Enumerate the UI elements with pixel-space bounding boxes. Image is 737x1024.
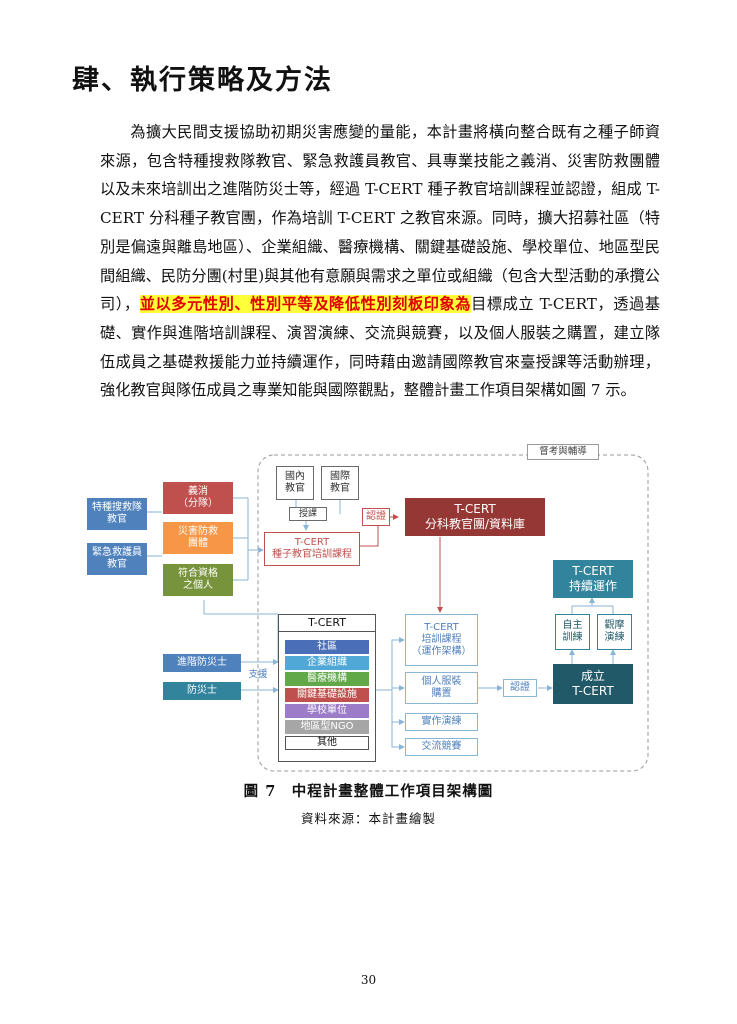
- unit-school: 學校單位: [285, 704, 369, 718]
- unit-enterprise: 企業組織: [285, 656, 369, 670]
- unit-infrastructure: 關鍵基礎設施: [285, 688, 369, 702]
- international-instructor-box: 國際 教官: [321, 466, 359, 500]
- seed-course-box: T-CERT 種子教官培訓課程: [264, 532, 360, 566]
- contest-box: 交流競賽: [405, 738, 478, 756]
- establish-box: 成立 T-CERT: [553, 664, 633, 704]
- advanced-du-box: 進階防災士: [163, 654, 241, 672]
- unit-other: 其他: [285, 736, 369, 750]
- volunteer-fire-box: 義消 （分隊）: [163, 482, 233, 514]
- body-paragraph: 為擴大民間支援協助初期災害應變的量能，本計畫將橫向整合既有之種子師資來源，包含特…: [100, 118, 660, 405]
- figure-caption: 圖 7 中程計畫整體工作項目架構圖: [243, 783, 494, 800]
- emt-box: 緊急救護員 教官: [87, 543, 147, 575]
- certify2-label: 認證: [503, 679, 537, 697]
- sustain-box: T-CERT 持續運作: [553, 560, 633, 598]
- supervision-label: 督考與輔導: [527, 444, 599, 460]
- drill-box: 實作演練: [405, 713, 478, 731]
- training-course-box: T-CERT 培訓課程 （運作架構）: [405, 614, 478, 666]
- gear-box: 個人服裝 購置: [405, 672, 478, 704]
- section-heading: 肆、執行策略及方法: [72, 65, 333, 96]
- unit-ngo: 地區型NGO: [285, 720, 369, 734]
- highlighted-text: 並以多元性別、性別平等及降低性別刻板印象為: [139, 295, 472, 314]
- figure-source: 資料來源：本計畫繪製: [300, 811, 436, 826]
- domestic-instructor-box: 國內 教官: [276, 466, 314, 500]
- tcert-header: T-CERT: [278, 614, 376, 632]
- seed-team-box: T-CERT 分科教官團/資料庫: [405, 498, 545, 536]
- self-training-box: 自主 訓練: [555, 614, 590, 650]
- page-number: 30: [360, 973, 377, 987]
- qualified-individual-box: 符合資格 之個人: [163, 564, 233, 596]
- du-box: 防災士: [163, 682, 241, 700]
- unit-medical: 醫療機構: [285, 672, 369, 686]
- disaster-group-box: 災害防救 團體: [163, 522, 233, 554]
- observe-drill-box: 觀摩 演練: [597, 614, 632, 650]
- certify-label: 認證: [362, 508, 390, 526]
- tcert-unit-list: 社區 企業組織 醫療機構 關鍵基礎設施 學校單位 地區型NGO 其他: [278, 632, 376, 762]
- support-label: 支援: [248, 669, 268, 680]
- paragraph-text-after: 目標成立 T-CERT，透過基礎、實作與進階培訓課程、演習演練、交流與競賽，以及…: [100, 295, 661, 400]
- teach-label: 授課: [289, 507, 327, 521]
- paragraph-text-before: 為擴大民間支援協助初期災害應變的量能，本計畫將橫向整合既有之種子師資來源，包含特…: [100, 123, 660, 314]
- special-rescue-box: 特種搜救隊 教官: [87, 498, 147, 530]
- unit-community: 社區: [285, 640, 369, 654]
